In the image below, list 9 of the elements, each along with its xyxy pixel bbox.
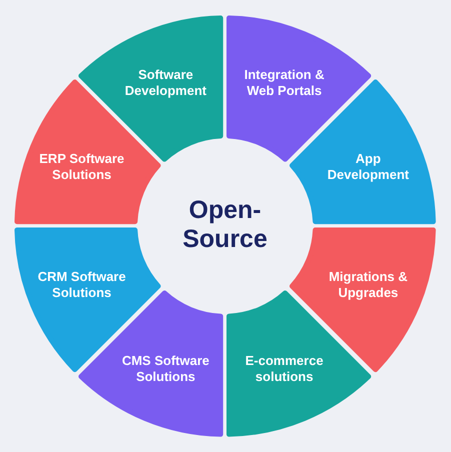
segment-label: Integration & Web Portals <box>243 66 326 99</box>
segment-label: App Development <box>326 150 410 183</box>
segment-label: E-commerce solutions <box>244 353 324 386</box>
segment-label: Migrations & Upgrades <box>328 269 409 302</box>
segment-label: Software Development <box>124 66 208 99</box>
segment-label: CMS Software Solutions <box>120 353 210 386</box>
segment-label: CRM Software Solutions <box>36 269 127 302</box>
segment-label: ERP Software Solutions <box>38 150 126 183</box>
center-title: Open-Source <box>182 196 268 254</box>
